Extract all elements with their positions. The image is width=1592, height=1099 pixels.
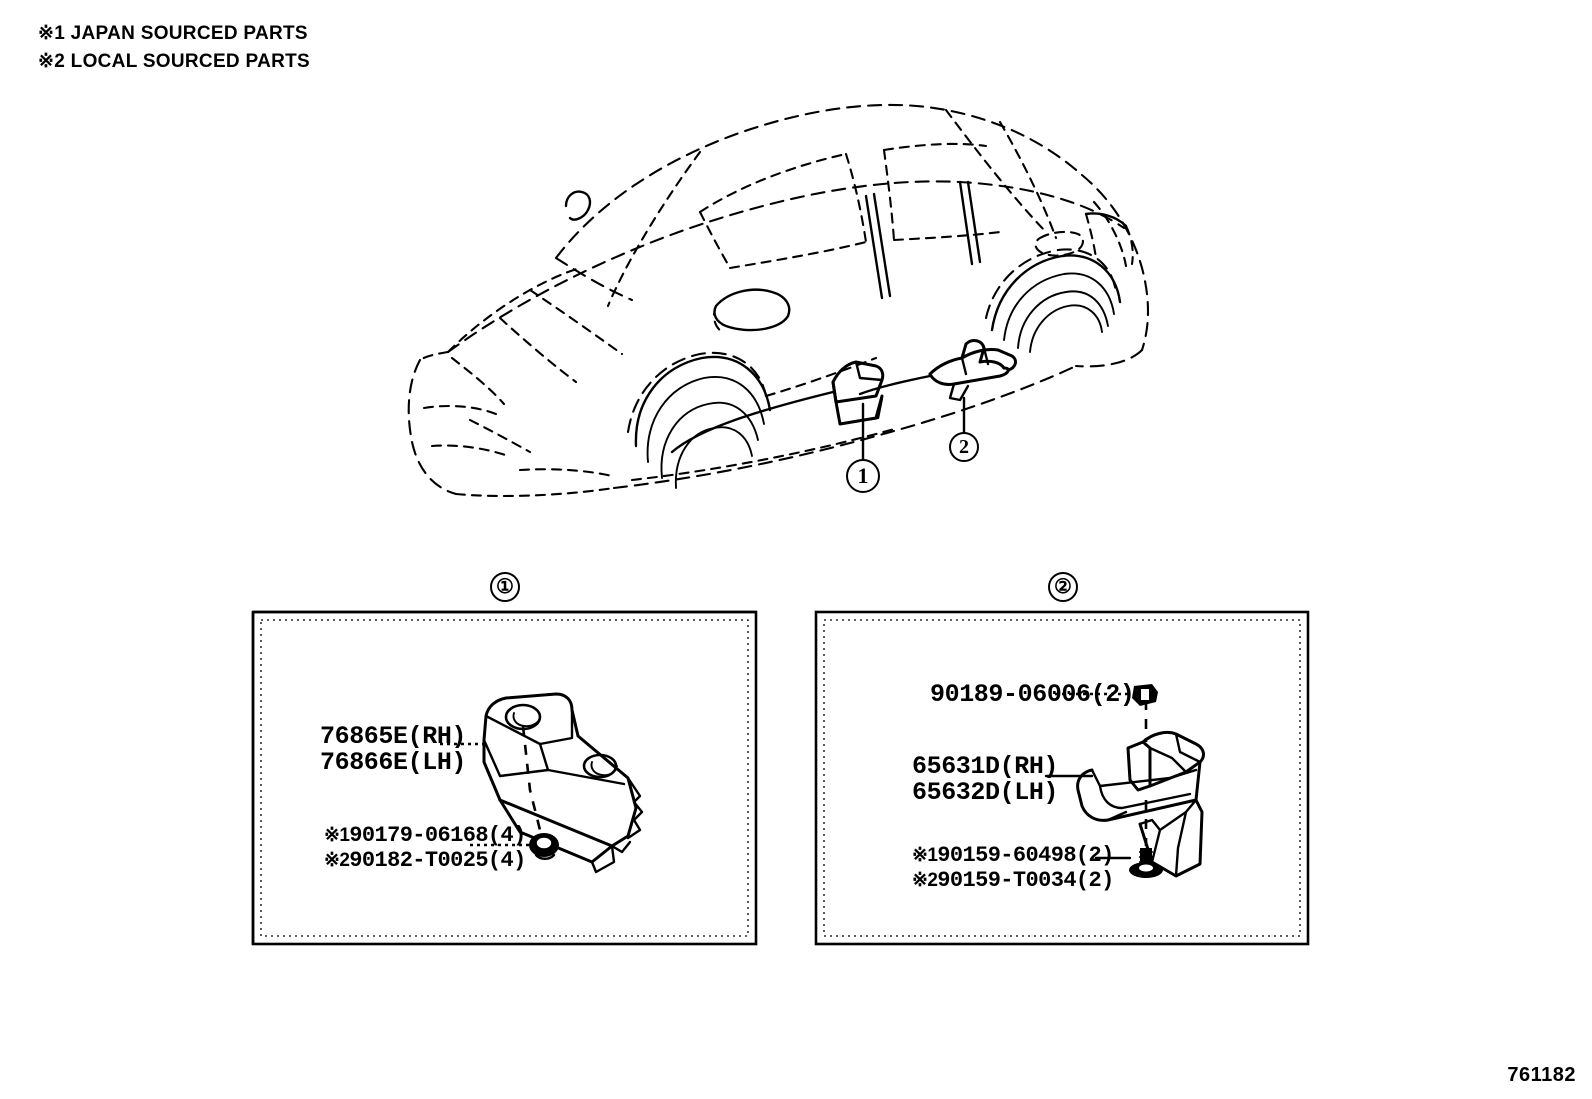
panel-1-frame xyxy=(251,610,758,946)
source-note-japan: ※1 JAPAN SOURCED PARTS xyxy=(38,23,308,44)
vehicle-part-1-shape xyxy=(831,360,885,426)
panel-2-callout: ② xyxy=(1048,572,1078,602)
mark-japan-2: ※1 xyxy=(912,845,938,866)
panel-2-fastener-japan: ※190159-60498(2) xyxy=(912,843,1114,870)
figure-id: 761182 xyxy=(1507,1064,1576,1086)
panel-2-fastener-local: ※290159-T0034(2) xyxy=(912,868,1114,895)
mark-local-1: ※2 xyxy=(324,850,350,871)
mark-local-2: ※2 xyxy=(912,870,938,891)
panel-2-clip-glyph xyxy=(1132,684,1158,706)
panel-1-clip-glyph xyxy=(529,833,559,860)
source-notes: ※1 JAPAN SOURCED PARTS ※2 LOCAL SOURCED … xyxy=(38,20,310,75)
panel-2-clip-number: 90189-06006(2) xyxy=(930,680,1135,709)
panel-2-part-rh: 65631D(RH) xyxy=(912,752,1059,781)
vehicle-callout-1: 1 xyxy=(846,459,880,493)
source-note-local: ※2 LOCAL SOURCED PARTS xyxy=(38,50,311,72)
panel-1-fastener-japan-number: 90179-06168(4) xyxy=(349,823,526,848)
panel-2-leaders xyxy=(1044,692,1132,860)
vehicle-outline xyxy=(407,103,1150,498)
panel-1-fastener-local: ※290182-T0025(4) xyxy=(324,848,526,875)
panel-1-fastener-japan: ※190179-06168(4) xyxy=(324,823,526,850)
panel-1-fastener-local-number: 90182-T0025(4) xyxy=(349,848,526,873)
panel-2-frame xyxy=(814,610,1310,946)
mark-japan-1: ※1 xyxy=(324,825,350,846)
panel-1-callout: ① xyxy=(490,572,520,602)
panel-1-part-rh: 76865E(RH) xyxy=(320,722,467,751)
panel-1-part-lh: 76866E(LH) xyxy=(320,748,467,777)
panel-2-fastener-local-number: 90159-T0034(2) xyxy=(937,868,1114,893)
vehicle-callout-leaders xyxy=(670,374,966,464)
vehicle-part-2-shape xyxy=(928,339,1017,402)
vehicle-callout-2: 2 xyxy=(949,432,979,462)
panel-2-part-lh: 65632D(LH) xyxy=(912,778,1059,807)
panel-1-leaders xyxy=(440,742,529,847)
panel-2-part-drawing xyxy=(1076,700,1205,878)
panel-2-fastener-japan-number: 90159-60498(2) xyxy=(937,843,1114,868)
panel-2-screw-glyph xyxy=(1129,848,1163,878)
